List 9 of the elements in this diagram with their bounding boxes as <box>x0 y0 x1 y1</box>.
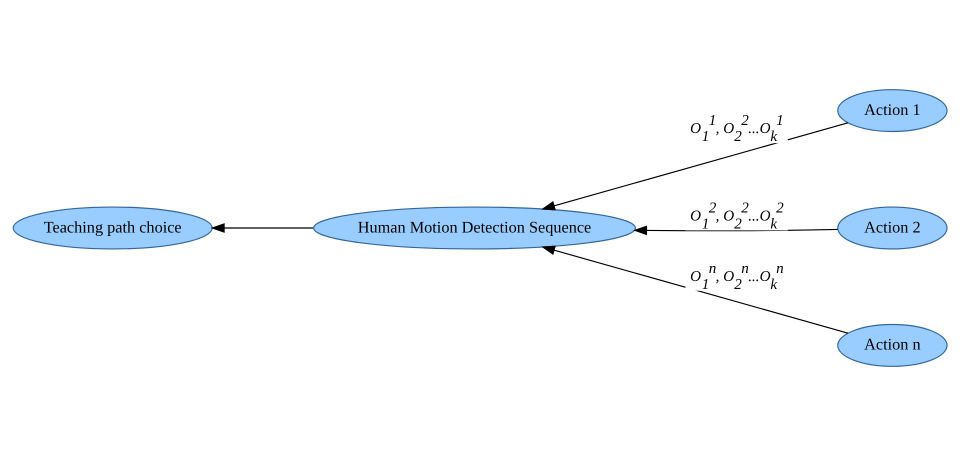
node-ellipse: Human Motion Detection Sequence <box>313 206 636 249</box>
arrow <box>541 122 848 210</box>
node-ellipse: Teaching path choice <box>12 206 213 249</box>
arrow <box>210 222 314 232</box>
arrow <box>541 245 848 334</box>
node-ellipse: Action 2 <box>837 206 948 249</box>
node-ellipse: Action 1 <box>837 88 948 132</box>
node-ellipse: Action n <box>837 323 948 366</box>
arrow <box>633 225 838 235</box>
